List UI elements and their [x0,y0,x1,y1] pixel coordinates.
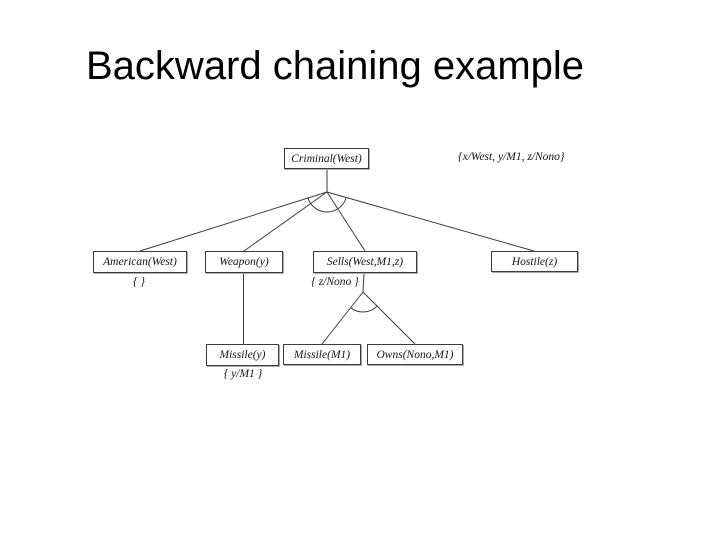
edge-root-weapon [243,191,328,252]
substitution-sells: { z/Nono } [311,276,359,288]
substitution-american: { } [132,276,146,288]
unifier-label: {x/West, y/M1, z/Nono} [458,151,565,163]
node-hostile-z: Hostile(z) [491,251,578,272]
edge-root-sells [326,191,366,252]
node-american-west: American(West) [93,251,187,273]
edge-root-american [139,191,328,252]
node-missile-m1: Missile(M1) [283,344,361,365]
node-criminal-west: Criminal(West) [284,148,369,169]
edge-sells-stem [362,272,365,293]
and-arc-root [307,197,347,213]
node-missile-y: Missile(y) [206,344,279,366]
node-weapon-y: Weapon(y) [205,251,283,273]
and-arc-sells [350,305,378,313]
edge-sells-missile-m1 [321,291,364,345]
slide-title: Backward chaining example [86,44,585,88]
edge-root-hostile [326,191,535,252]
substitution-missile-y: { y/M1 } [223,368,263,380]
edge-sells-owns [362,291,416,345]
node-sells-west-m1-z: Sells(West,M1,z) [313,251,417,273]
node-owns-nono-m1: Owns(Nono,M1) [367,344,463,365]
